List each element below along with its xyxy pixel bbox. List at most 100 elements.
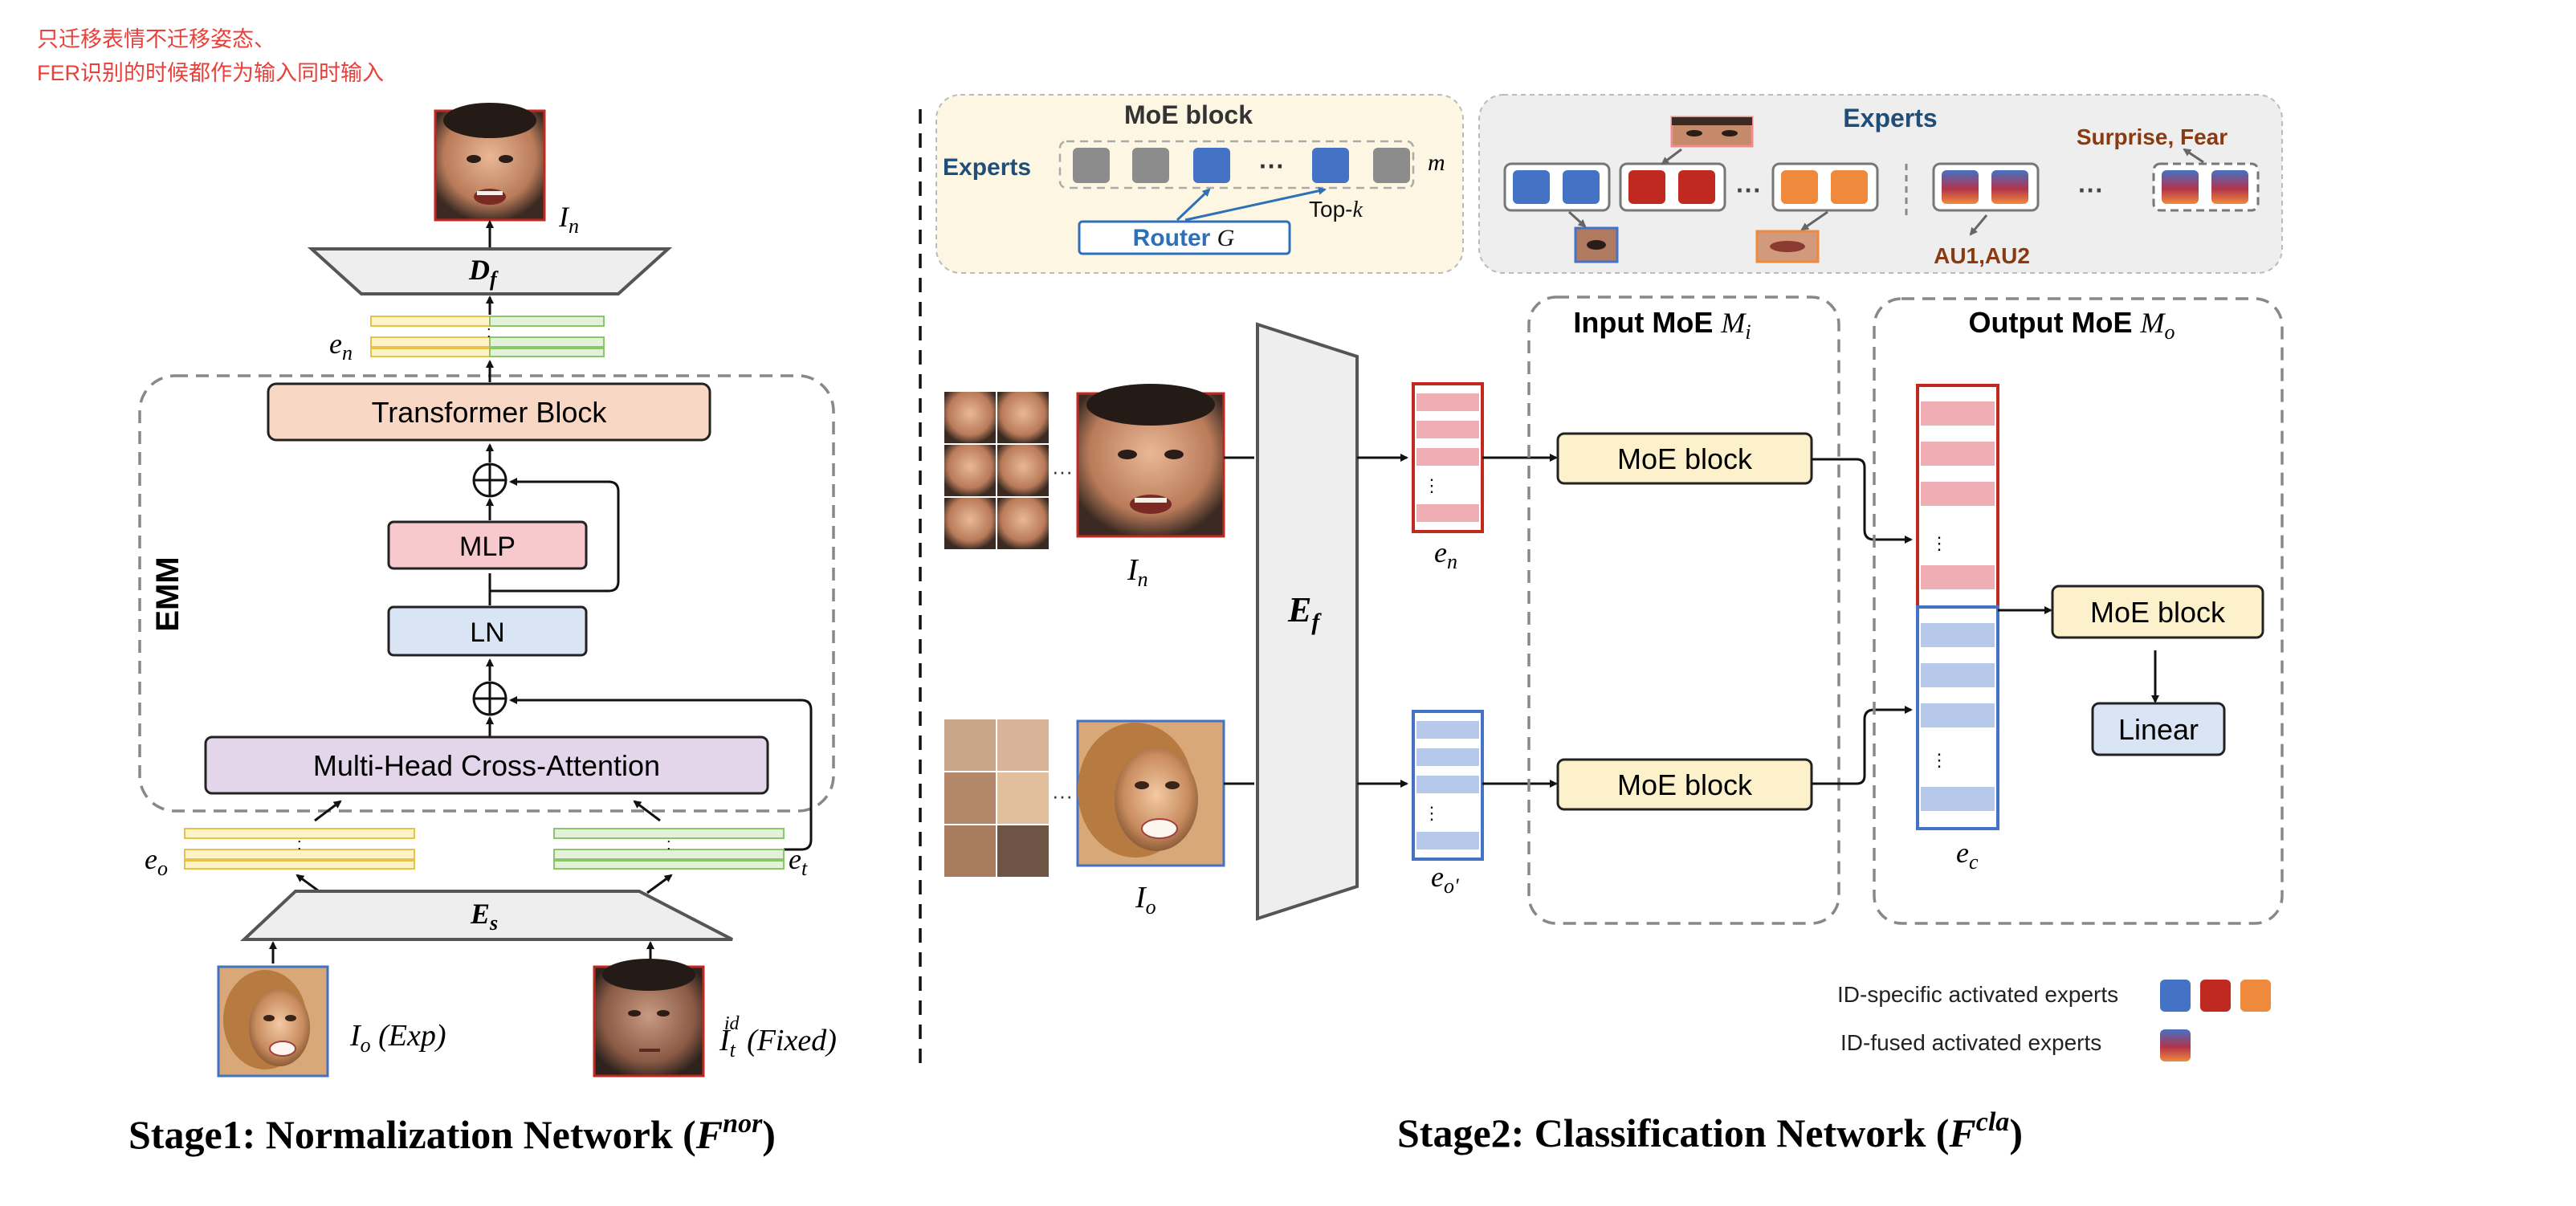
eyes-arrow (1661, 148, 1682, 165)
emm-container (138, 374, 835, 813)
mhca-label: Multi-Head Cross-Attention (313, 749, 660, 782)
output-face-label: In (558, 201, 579, 238)
output-moe-container (1873, 297, 2284, 925)
in-face-label: In (1127, 553, 1148, 591)
stage2-title: Stage2: Classification Network (Fcla) (1397, 1107, 2023, 1155)
input-moe-title: Input MoE Mi (1573, 306, 1751, 344)
router-label: Router G (1133, 225, 1235, 251)
expressive-face-grid (944, 719, 1049, 877)
legend-orange-square (2240, 980, 2271, 1012)
ec-bottom-dots: ⋮ (1930, 750, 1948, 770)
experts-legend-ellipsis-2: ··· (2078, 176, 2104, 205)
expert-red-a (1628, 170, 1665, 204)
transformer-block-label: Transformer Block (372, 396, 608, 429)
input-exp-face-image (217, 965, 329, 1078)
surprise-fear-label: Surprise, Fear (2077, 124, 2228, 149)
legend-fused-label: ID-fused activated experts (1840, 1030, 2101, 1055)
moe-legend-expert-row (1058, 140, 1415, 189)
encoder-es (239, 890, 733, 941)
en-column-label: en (1434, 536, 1457, 573)
expert-orange-b (1831, 170, 1868, 204)
transformer-block (267, 382, 711, 442)
residual-add-top (472, 462, 507, 498)
au-arrow (1969, 214, 1988, 236)
eo-label: eo (145, 843, 168, 880)
linear-block (2091, 702, 2226, 756)
et-feature-bars: : (553, 828, 785, 870)
io-face-label: Io (1135, 881, 1156, 919)
eo-column-label: eo' (1431, 861, 1459, 898)
mlp-block (387, 520, 588, 570)
input-moe-block-top-label: MoE block (1617, 442, 1753, 475)
input-moe-container (1527, 295, 1840, 925)
moe-bottom-to-ec-arrow (1812, 706, 1913, 785)
mlp-residual-arrow (490, 478, 620, 593)
expert-blue-2 (1312, 148, 1349, 183)
input-moe-block-bottom-label: MoE block (1617, 768, 1753, 801)
expert-fused-c (2162, 170, 2199, 204)
input-id-face-image (593, 959, 705, 1078)
residual-add-bottom (472, 681, 507, 716)
moe-legend-panel (935, 94, 1464, 274)
router-arrow-1 (1176, 188, 1211, 222)
input-exp-label: Io (Exp) (349, 1019, 446, 1057)
ec-top-dots: ⋮ (1930, 533, 1948, 553)
moe-legend-m: m (1428, 149, 1445, 176)
output-face-image (434, 103, 546, 222)
encoder-ef (1256, 322, 1359, 921)
note-line-2: FER识别的时候都作为输入同时输入 (37, 61, 384, 85)
input-id-label: Itid (Fixed) (719, 1013, 837, 1061)
eo-feature-bars: : (184, 828, 415, 870)
mhca-block (204, 735, 769, 795)
expert-gray-1 (1073, 148, 1110, 183)
topk-label: Top-k (1309, 197, 1363, 222)
moe-legend-title: MoE block (1124, 100, 1253, 129)
surprise-arrow (2183, 148, 2204, 164)
expert-blue-1 (1193, 148, 1230, 183)
in-face-image (1076, 384, 1225, 538)
en-feature-column: ⋮ (1412, 382, 1484, 533)
expert-gray-2 (1132, 148, 1169, 183)
en-column-dots: ⋮ (1423, 475, 1441, 495)
mouth-patch-image (1755, 230, 1820, 263)
emm-label: EMM (150, 556, 185, 631)
expert-fused-d (2211, 170, 2248, 204)
router-arrow-2 (1184, 186, 1327, 222)
output-moe-block-label: MoE block (2090, 596, 2226, 629)
expert-red-b (1678, 170, 1715, 204)
expert-orange-a (1781, 170, 1818, 204)
expert-fused-b (1991, 170, 2028, 204)
ec-label: ec (1956, 837, 1979, 874)
experts-legend-title: Experts (1843, 104, 1937, 132)
et-residual-arrow (509, 696, 813, 851)
moe-legend-experts-label: Experts (943, 154, 1031, 181)
legend-blue-square (2160, 980, 2191, 1012)
mlp-label: MLP (459, 532, 516, 562)
en-dots: : (487, 324, 491, 341)
expert-blue-b (1563, 170, 1600, 204)
eo-feature-column: ⋮ (1412, 710, 1484, 861)
au-label: AU1,AU2 (1934, 243, 2030, 268)
et-dots: : (666, 836, 671, 854)
expert-gray-3 (1373, 148, 1410, 183)
en-feature-bars: : (370, 316, 605, 357)
io-face-image (1076, 719, 1225, 867)
moe-legend-ellipsis: ··· (1259, 152, 1285, 181)
router-box (1078, 220, 1291, 255)
linear-label: Linear (2118, 713, 2199, 746)
eyes-patch-image (1670, 116, 1754, 148)
neutral-grid-ellipsis: ··· (1052, 459, 1073, 483)
eye-patch-image (1574, 226, 1619, 263)
ln-block (387, 605, 588, 657)
experts-legend-ellipsis-1: ··· (1736, 176, 1762, 205)
ec-feature-column: ⋮ ⋮ (1916, 384, 1999, 830)
expert-fused-a (1942, 170, 1979, 204)
mouth-arrow (1800, 210, 1828, 231)
encoder-ef-label: Ef (1287, 590, 1322, 635)
output-moe-block (2051, 585, 2264, 639)
encoder-es-label: Es (470, 898, 498, 935)
legend-specific-label: ID-specific activated experts (1837, 982, 2118, 1007)
neutral-face-grid (944, 392, 1049, 549)
note-line-1: 只迁移表情不迁移姿态、 (37, 27, 275, 51)
